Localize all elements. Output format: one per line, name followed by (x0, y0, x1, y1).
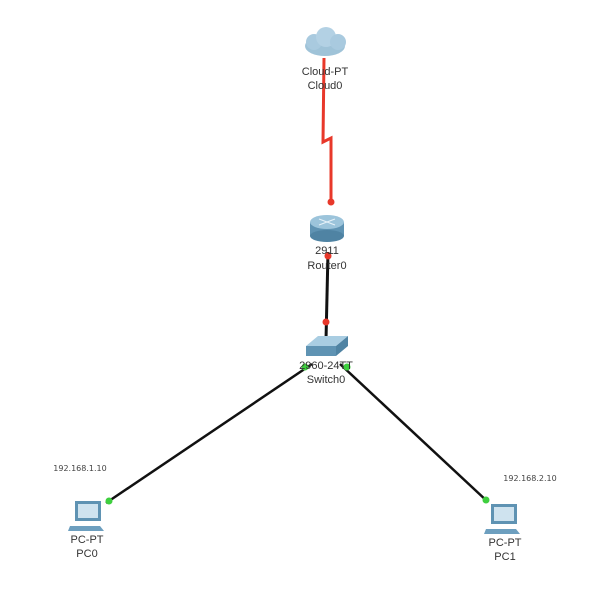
pc1-model-label: PC-PT (489, 537, 522, 549)
switch-icon[interactable] (306, 336, 348, 356)
cloud-name-label: Cloud0 (308, 80, 343, 92)
port-indicator-cloud-router (327, 198, 335, 206)
port-indicator-pc0 (105, 497, 113, 505)
switch-model-label: 2960-24TT (299, 360, 353, 372)
port-indicator-switch-router (322, 318, 330, 326)
pc0-name-label: PC0 (76, 548, 97, 560)
cloud-icon[interactable] (305, 27, 346, 56)
cloud-model-label: Cloud-PT (302, 66, 349, 78)
router-model-label: 2911 (315, 245, 339, 257)
router-name-label: Router0 (307, 260, 346, 272)
port-indicator-switch-pc1 (343, 363, 351, 371)
pc0-ip-label: 192.168.1.10 (53, 464, 106, 473)
pc0-model-label: PC-PT (71, 534, 104, 546)
port-indicator-switch-pc0 (301, 363, 309, 371)
port-indicator-router-up (324, 252, 332, 260)
switch-name-label: Switch0 (307, 374, 346, 386)
pc0-icon[interactable] (68, 501, 104, 531)
link-cloud-router[interactable] (321, 57, 333, 205)
link-switch-pc1[interactable] (339, 363, 489, 503)
router-icon[interactable] (310, 215, 344, 242)
pc1-icon[interactable] (484, 504, 520, 534)
port-indicator-pc1 (482, 496, 490, 504)
link-switch-pc0[interactable] (105, 362, 313, 505)
pc1-name-label: PC1 (494, 551, 515, 563)
pc1-ip-label: 192.168.2.10 (503, 474, 556, 483)
